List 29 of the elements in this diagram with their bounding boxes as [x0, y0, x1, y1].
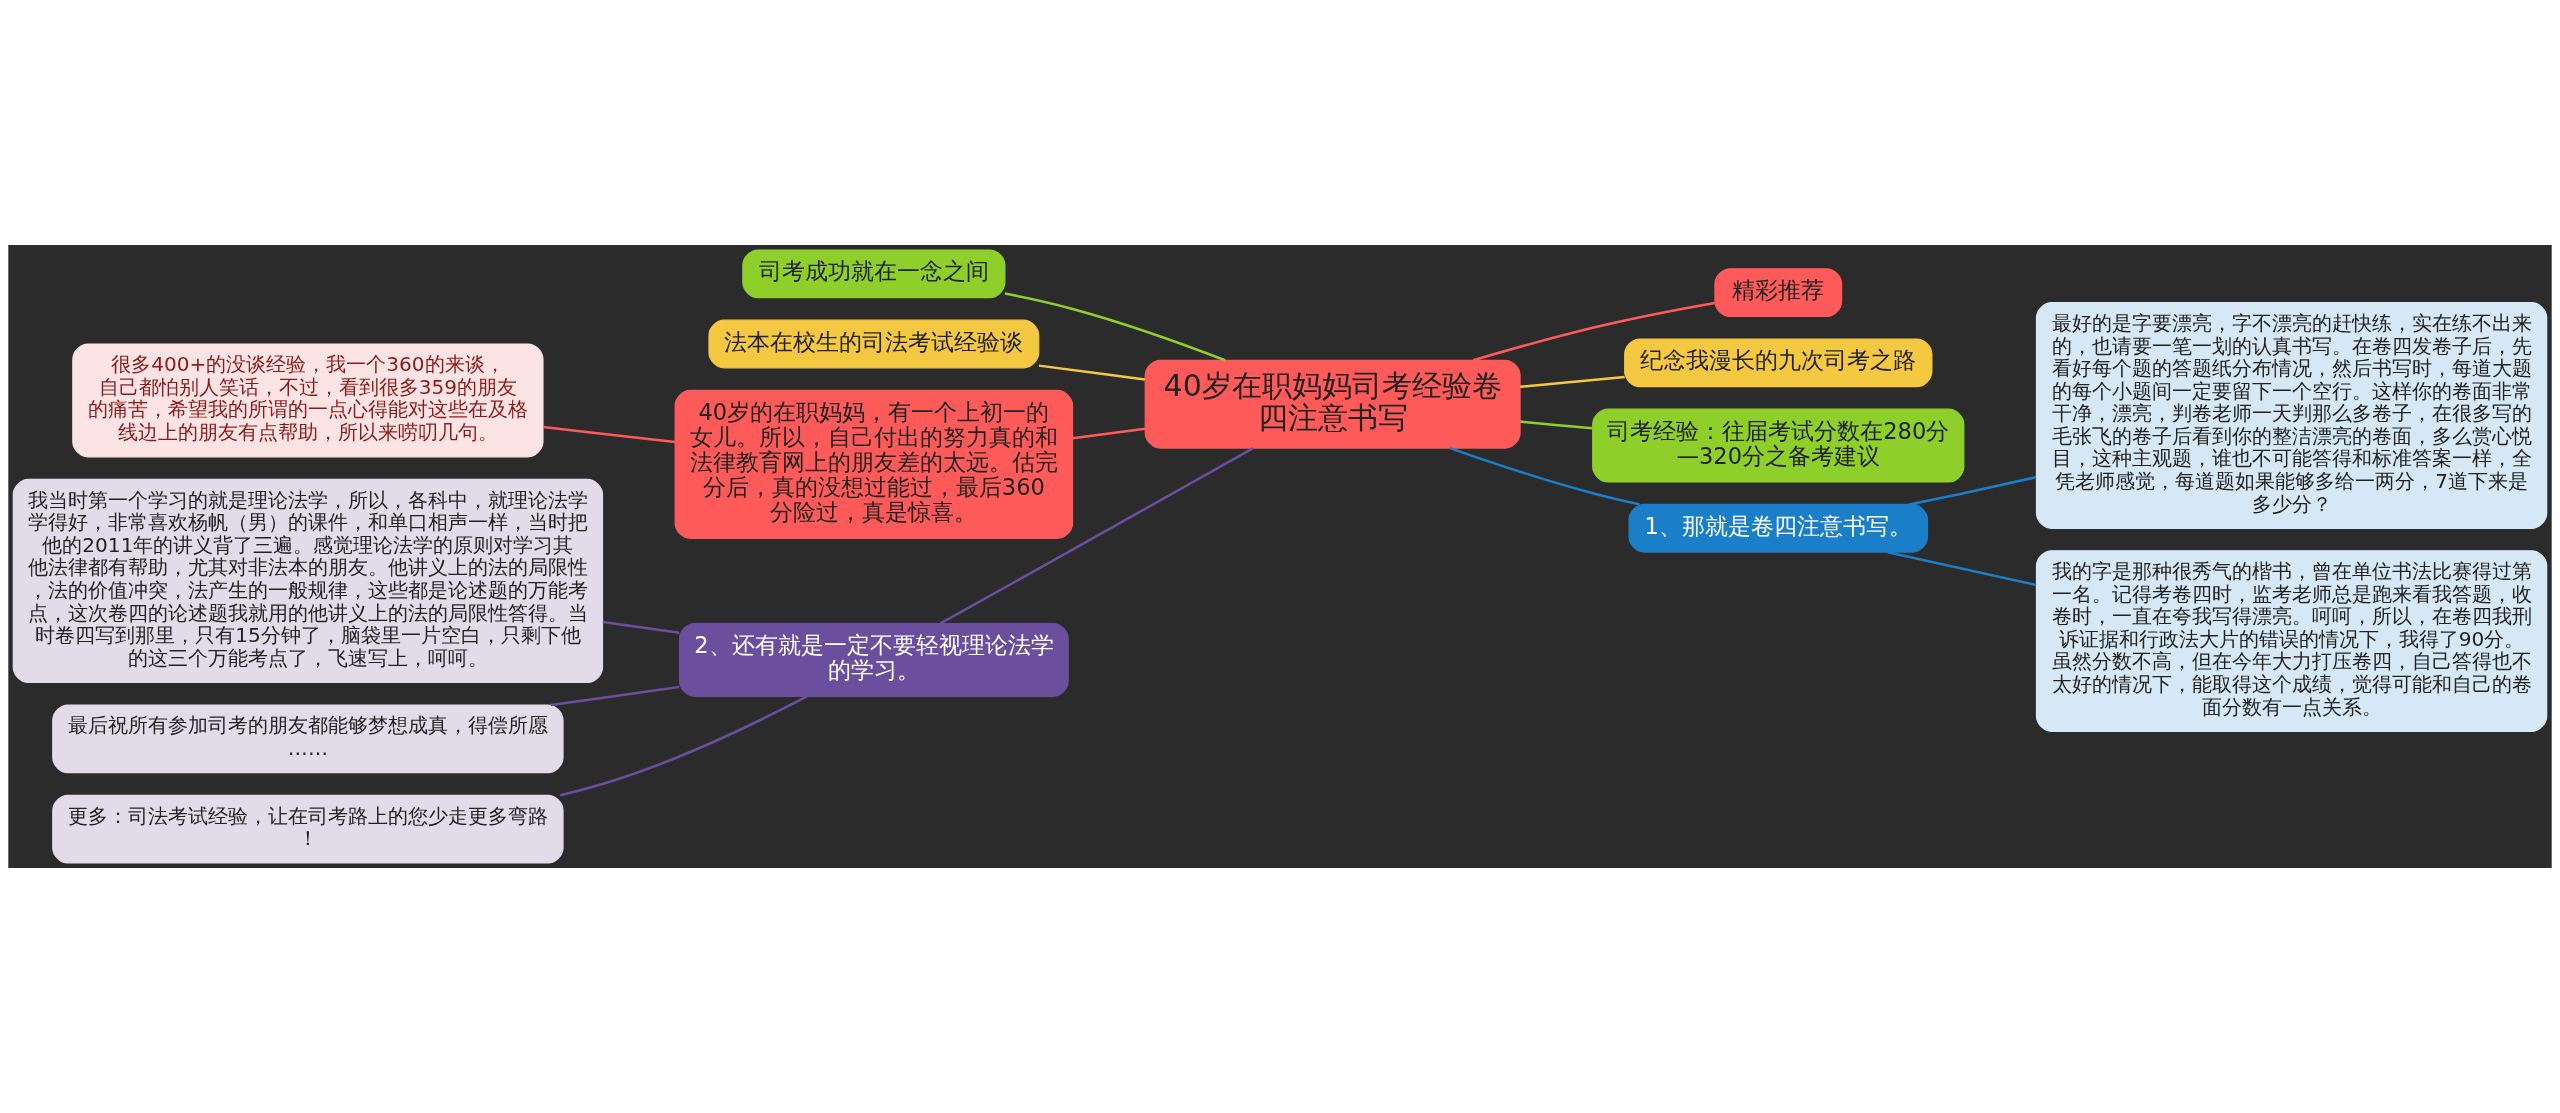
node-box: 我当时第一个学习的就是理论法学，所以，各科中，就理论法学学得好，非常喜欢杨帆（男）的课件，和单口相声一样，当时把他的2011年的讲义背了三遍。感觉理论法学的原则对学习其他法律都有帮助，尤其对非法本的朋友。他讲义上的法的局限性，法的价值冲突，法产生的一般规律，这些都是论述题的万能考点，这次卷四的论述题我就用的他讲义上的法的局限性答得。当时卷四写到那里，只有15分钟了，脑袋里一片空白，只剩下他的这三个万能考点了，飞速写上，呵呵。: [12, 478, 604, 684]
connector: [550, 685, 680, 707]
connector: [1038, 364, 1146, 381]
node-box: 司考经验：往届考试分数在280分—320分之备考建议: [1592, 408, 1965, 483]
node-box: 2、还有就是一定不要轻视理论法学的学习。: [678, 622, 1069, 697]
node-box: 法本在校生的司法考试经验谈: [708, 319, 1040, 369]
connector: [602, 620, 680, 635]
connector: [939, 447, 1254, 625]
node-box: 很多400+的没谈经验，我一个360的来谈，自己都怕别人笑话，不过，看到很多359的朋友的痛苦，希望我的所谓的一点心得能对这些在及格线边上的朋友有点帮助，所以来唠叨几句。: [72, 343, 544, 458]
node-box: 更多：司法考试经验，让在司考路上的您少走更多弯路！: [52, 794, 564, 864]
connector: [1072, 427, 1146, 440]
node-box: 纪念我漫长的九次司考之路: [1624, 338, 1933, 388]
node-box: 40岁的在职妈妈，有一个上初一的女儿。所以，自己付出的努力真的和法律教育网上的朋友差的太远。估完分后，真的没想过能过，最后360分险过，真是惊喜。: [674, 389, 1074, 539]
connector: [1472, 301, 1716, 362]
connector: [1887, 551, 2037, 587]
connector: [543, 425, 676, 444]
node-box: 40岁在职妈妈司考经验卷四注意书写: [1144, 359, 1521, 449]
connector: [1520, 375, 1625, 389]
connector: [559, 695, 808, 797]
node-box: 司考成功就在一念之间: [742, 249, 1006, 299]
node-box: 我的字是那种很秀气的楷书，曾在单位书法比赛得过第一名。记得考卷四时，监考老师总是跑来看我答题，收卷时，一直在夸我写得漂亮。呵呵，所以，在卷四我刑诉证据和行政法大片的错误的情况下，我得了90分。虽然分数不高，但在今年大力打压卷四，自己答得也不太好的情况下，能取得这个成绩，觉得可能和自己的卷面分数有一点关系。: [2035, 550, 2548, 732]
connector: [1520, 420, 1593, 430]
connector: [1908, 475, 2037, 506]
node-box: 最好的是字要漂亮，字不漂亮的赶快练，实在练不出来的，也请要一笔一划的认真书写。在卷四发卷子后，先看好每个题的答题纸分布情况，然后书写时，每道大题的每个小题间一定要留下一个空行。这样你的卷面非常干净，漂亮，判卷老师一天判那么多卷子，在很多写的毛张飞的卷子后看到你的整洁漂亮的卷面，多么赏心悦目，这种主观题，谁也不可能答得和标准答案一样，全凭老师感觉，每道题如果能够多给一两分，7道下来是多少分？: [2035, 302, 2548, 529]
node-box: 精彩推荐: [1714, 268, 1843, 318]
node-box: 1、那就是卷四注意书写。: [1628, 503, 1929, 553]
connector: [1449, 446, 1640, 506]
connector: [1004, 292, 1226, 362]
node-box: 最后祝所有参加司考的朋友都能够梦想成真，得偿所愿……: [52, 704, 564, 774]
